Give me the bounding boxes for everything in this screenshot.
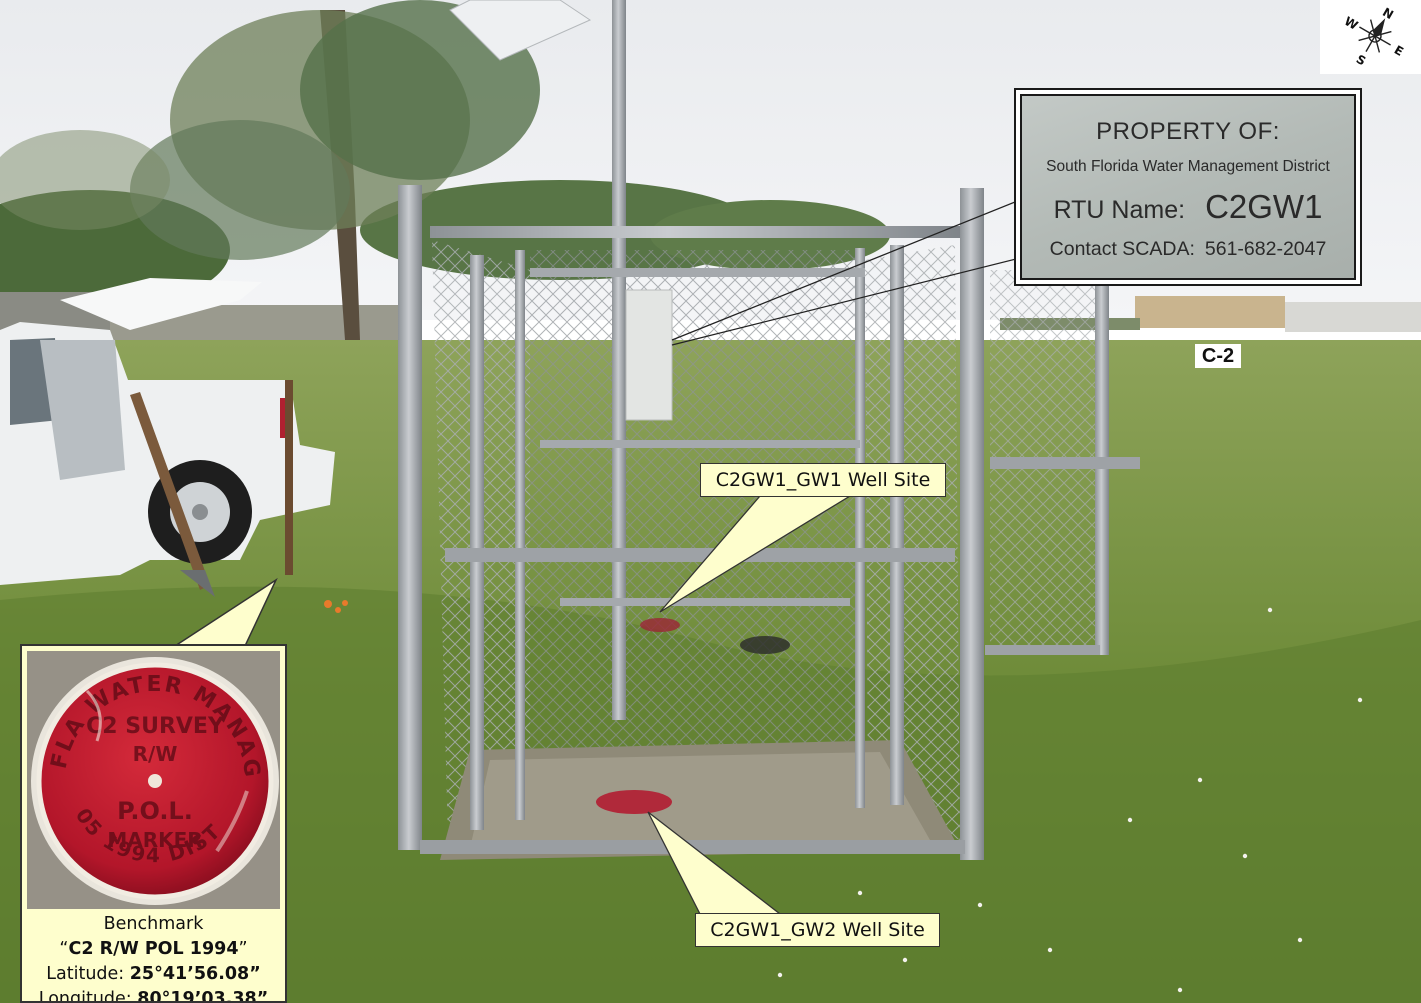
compass-west: W — [1342, 14, 1360, 33]
large-tree — [0, 0, 540, 340]
benchmark-latitude-row: Latitude: 25°41’56.08” — [22, 962, 285, 987]
sign-plate: PROPERTY OF: South Florida Water Managem… — [1020, 94, 1356, 280]
disk-text-center: P.O.L. — [117, 797, 193, 825]
benchmark-name: C2 R/W POL 1994 — [68, 939, 239, 959]
benchmark-quote-close: ” — [238, 939, 248, 959]
orange-flowers — [324, 600, 348, 613]
gw2-well-site-callout: C2GW1_GW2 Well Site — [695, 913, 940, 947]
benchmark-caption: Benchmark “C2 R/W POL 1994” Latitude: 25… — [22, 912, 285, 1003]
latitude-label: Latitude: — [46, 964, 130, 984]
disk-text-middle2: R/W — [133, 742, 178, 766]
sign-contact-phone: 561-682-2047 — [1204, 238, 1327, 260]
benchmark-panel: FLA WATER MANAGEMENT 05 1994 DIST C2 SUR… — [20, 644, 287, 1003]
wildflowers — [777, 607, 1363, 993]
chain-link-enclosure — [398, 0, 1140, 860]
benchmark-longitude-row: Longitude: 80°19’03.38” — [22, 987, 285, 1003]
latitude-value: 25°41’56.08” — [129, 964, 261, 984]
benchmark-disk-photo: FLA WATER MANAGEMENT 05 1994 DIST C2 SUR… — [27, 651, 280, 909]
longitude-value: 80°19’03.38” — [137, 989, 269, 1003]
sign-organization: South Florida Water Management District — [1046, 158, 1330, 175]
sign-rtu-row: RTU Name: C2GW1 — [1022, 188, 1354, 226]
sign-title: PROPERTY OF: — [1096, 118, 1280, 145]
property-sign: PROPERTY OF: South Florida Water Managem… — [1014, 88, 1362, 286]
canal-label: C-2 — [1195, 344, 1241, 368]
longitude-label: Longitude: — [38, 989, 138, 1003]
sign-rtu-value: C2GW1 — [1205, 188, 1323, 225]
sign-rtu-label: RTU Name: — [1053, 196, 1186, 224]
benchmark-heading: Benchmark — [103, 914, 204, 934]
sign-contact-label: Contact SCADA: — [1049, 238, 1195, 260]
white-pickup-truck — [0, 278, 335, 597]
benchmark-name-row: “C2 R/W POL 1994” — [22, 937, 285, 962]
well-caps — [596, 618, 790, 814]
disk-text-middle1: C2 SURVEY — [86, 714, 225, 739]
gw1-well-site-callout: C2GW1_GW1 Well Site — [700, 463, 946, 497]
benchmark-quote-open: “ — [59, 939, 69, 959]
sign-contact-row: Contact SCADA: 561-682-2047 — [1022, 238, 1354, 261]
compass-rose-icon: N E S W — [1320, 0, 1421, 74]
disk-text-lower: MARKER — [107, 828, 202, 852]
